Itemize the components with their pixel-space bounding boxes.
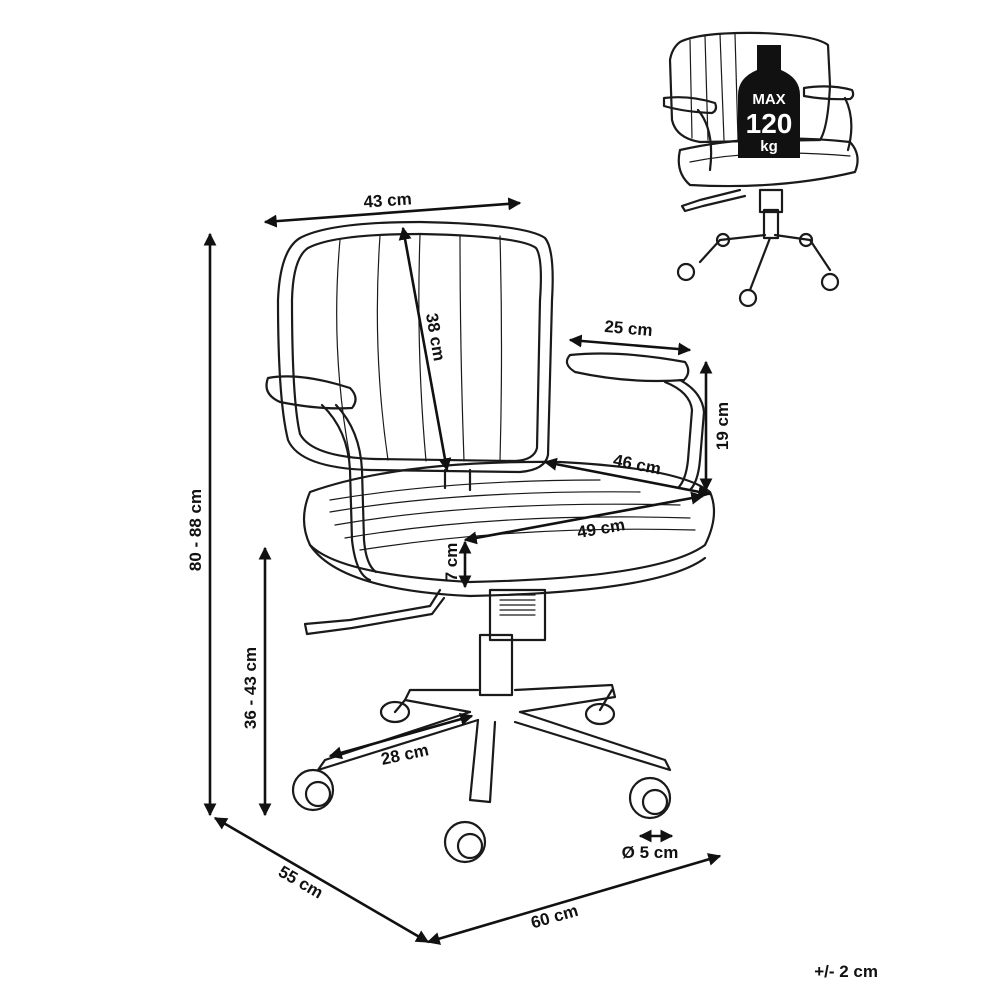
left-armrest: [265, 375, 378, 582]
height-lever: [303, 588, 446, 636]
dimension-lines: [203, 197, 722, 945]
label-armrest-height: 19 cm: [713, 402, 732, 450]
capacity-line-1: MAX: [752, 91, 785, 108]
caster-wheels: [291, 768, 672, 864]
thumbnail-chair: [662, 31, 859, 308]
tolerance-note: +/- 2 cm: [814, 962, 878, 981]
chair-illustration: [265, 220, 716, 864]
capacity-line-2: 120: [746, 108, 793, 139]
label-seat-height: 36 - 43 cm: [241, 647, 260, 729]
weight-capacity-badge: MAX 120 kg: [738, 45, 800, 158]
gas-lift: [478, 588, 547, 697]
label-leg-length: 28 cm: [379, 740, 430, 769]
label-total-height: 80 - 88 cm: [186, 489, 205, 571]
label-backrest-width: 43 cm: [363, 189, 412, 211]
backrest: [276, 220, 554, 492]
label-seat-depth: 46 cm: [612, 451, 663, 479]
capacity-line-3: kg: [760, 138, 778, 155]
label-armrest-length: 25 cm: [604, 317, 654, 340]
label-seat-thickness: 7 cm: [442, 543, 461, 582]
label-wheel-diameter: Ø 5 cm: [622, 843, 679, 862]
